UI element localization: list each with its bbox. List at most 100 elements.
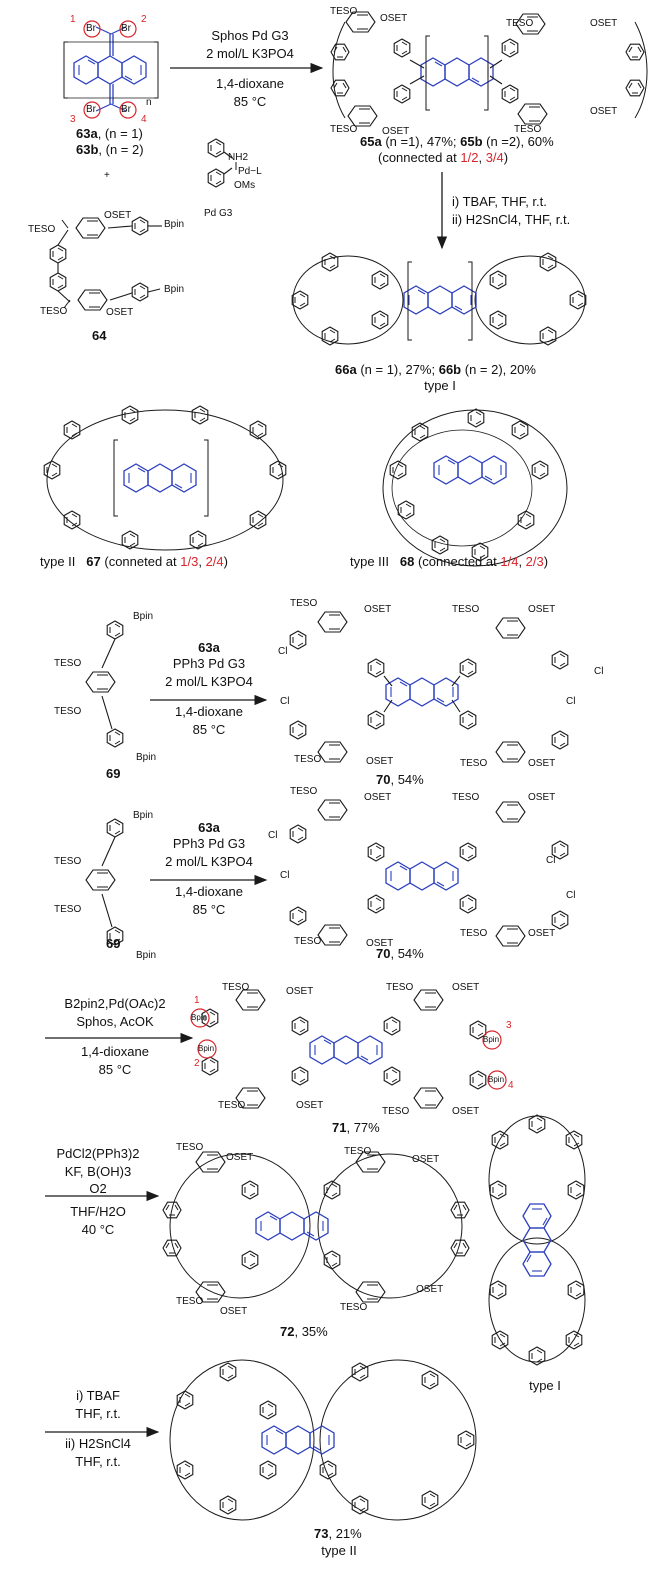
condition-1-line-3: 1,4-dioxane — [216, 76, 284, 91]
teso-72-4: TESO — [340, 1302, 368, 1313]
teso-65-4: TESO — [514, 124, 542, 135]
teso-70b-2: TESO — [452, 792, 480, 803]
compound-64-label: 64 — [92, 328, 107, 343]
compound-68 — [382, 408, 568, 567]
bpin-pos-3: 3 — [506, 1020, 512, 1031]
connected-at-line: (connected at 1/2, 3/4) — [378, 150, 509, 165]
condition-5-line-3: O2 — [89, 1181, 107, 1196]
oset-65-1: OSET — [380, 13, 408, 24]
cl-70b-2: Cl — [546, 855, 556, 866]
teso-71-3: TESO — [218, 1100, 246, 1111]
compound-71 — [190, 989, 507, 1109]
compound-63b-label: 63b, (n = 2) — [76, 142, 144, 157]
bpin-71-3: Bpin — [483, 1035, 500, 1044]
position-3-label: 3 — [70, 114, 76, 125]
oset-72-3: OSET — [220, 1306, 248, 1317]
oset-65-3: OSET — [382, 126, 410, 137]
bpin-64-bottom: Bpin — [164, 284, 185, 295]
teso-70b-3: TESO — [294, 936, 322, 947]
condition-6-line-1: i) TBAF — [76, 1388, 120, 1403]
cl-70a-3: Cl — [280, 696, 290, 707]
teso-69a-top: TESO — [54, 658, 82, 669]
compound-65 — [330, 11, 648, 127]
cl-70a-1: Cl — [278, 646, 288, 657]
compound-70-a — [289, 611, 569, 763]
condition-2-line-2: ii) H2SnCl4, THF, r.t. — [452, 212, 571, 227]
condition-5-line-1: PdCl2(PPh3)2 — [56, 1146, 140, 1161]
compound-72-label: 72, 35% — [280, 1324, 328, 1339]
teso-65-1: TESO — [330, 6, 358, 17]
oset-65-4: OSET — [590, 106, 618, 117]
br-label-4: Br — [121, 104, 131, 115]
position-1-label: 1 — [70, 14, 76, 25]
teso-70a-1: TESO — [290, 598, 318, 609]
condition-2-line-1: i) TBAF, THF, r.t. — [452, 194, 547, 209]
oset-70b-1: OSET — [364, 792, 392, 803]
oset-70a-4: OSET — [528, 758, 556, 769]
condition-1-line-2: 2 mol/L K3PO4 — [206, 46, 294, 61]
bpin-pos-1: 1 — [194, 995, 200, 1006]
compound-64 — [49, 216, 162, 311]
teso-72-3: TESO — [176, 1296, 204, 1307]
nh2-label: NH2 — [228, 152, 249, 163]
bpin-69a-top: Bpin — [133, 611, 154, 622]
compound-67 — [43, 405, 287, 551]
position-2-label: 2 — [141, 14, 147, 25]
bpin-64-top: Bpin — [164, 219, 185, 230]
cl-70a-2: Cl — [594, 666, 604, 677]
teso-71-2: TESO — [386, 982, 414, 993]
condition-3a-line-2: 2 mol/L K3PO4 — [165, 674, 253, 689]
compound-63a-label: 63a, (n = 1) — [76, 126, 143, 141]
pd-l-label: Pd−L — [238, 166, 262, 177]
teso-64-bottom: TESO — [40, 306, 68, 317]
condition-3a-line-3: 1,4-dioxane — [175, 704, 243, 719]
condition-4-line-1: B2pin2,Pd(OAc)2 — [64, 996, 166, 1011]
compound-72 — [162, 1151, 470, 1303]
oset-71-4: OSET — [452, 1106, 480, 1117]
teso-69b-bottom: TESO — [54, 904, 82, 915]
condition-6-line-2: THF, r.t. — [75, 1406, 121, 1421]
teso-65-3: TESO — [330, 124, 358, 135]
oset-71-3: OSET — [296, 1100, 324, 1111]
result-66-line: 66a (n = 1), 27%; 66b (n = 2), 20% — [335, 362, 536, 377]
teso-70a-3: TESO — [294, 754, 322, 765]
condition-1-line-4: 85 °C — [233, 94, 267, 109]
teso-71-1: TESO — [222, 982, 250, 993]
oset-71-1: OSET — [286, 986, 314, 997]
compound-73-label: 73, 21% — [314, 1526, 362, 1541]
cl-70a-4: Cl — [566, 696, 576, 707]
compound-67-caption: type II 67 (conneted at 1/3, 2/4) — [40, 554, 228, 569]
oset-70b-4: OSET — [528, 928, 556, 939]
teso-72-1: TESO — [176, 1142, 204, 1153]
type-i-label-66: type I — [424, 378, 456, 393]
oset-70a-1: OSET — [364, 604, 392, 615]
pd-g3-label: Pd G3 — [204, 208, 233, 219]
result-65-line: 65a (n =1), 47%; 65b (n =2), 60% — [360, 134, 554, 149]
compound-63 — [63, 20, 159, 119]
oset-64-bottom: OSET — [106, 307, 134, 318]
condition-3b-line-1: PPh3 Pd G3 — [172, 836, 246, 851]
condition-1-line-1: Sphos Pd G3 — [211, 28, 289, 43]
pd-g3-structure — [207, 138, 237, 188]
condition-6-line-4: THF, r.t. — [75, 1454, 121, 1469]
position-4-label: 4 — [141, 114, 147, 125]
bpin-71-1: Bpin — [191, 1013, 208, 1022]
compound-69-a — [85, 620, 124, 748]
bpin-69b-top: Bpin — [133, 810, 154, 821]
teso-70a-4: TESO — [460, 758, 488, 769]
condition-3b-line-3: 1,4-dioxane — [175, 884, 243, 899]
condition-4-line-4: 85 °C — [98, 1062, 132, 1077]
condition-5-line-5: 40 °C — [81, 1222, 115, 1237]
type-ii-label-73: type II — [321, 1543, 357, 1558]
oset-70a-2: OSET — [528, 604, 556, 615]
teso-72-2: TESO — [344, 1146, 372, 1157]
teso-64-top: TESO — [28, 224, 56, 235]
compound-69b-label: 69 — [106, 936, 121, 951]
cl-70b-4: Cl — [566, 890, 576, 901]
teso-70b-1: TESO — [290, 786, 318, 797]
compound-71-label: 71, 77% — [332, 1120, 380, 1135]
type-i-structure — [488, 1114, 586, 1366]
reagent-63a-b: 63a — [198, 820, 220, 835]
oset-65-2: OSET — [590, 18, 618, 29]
